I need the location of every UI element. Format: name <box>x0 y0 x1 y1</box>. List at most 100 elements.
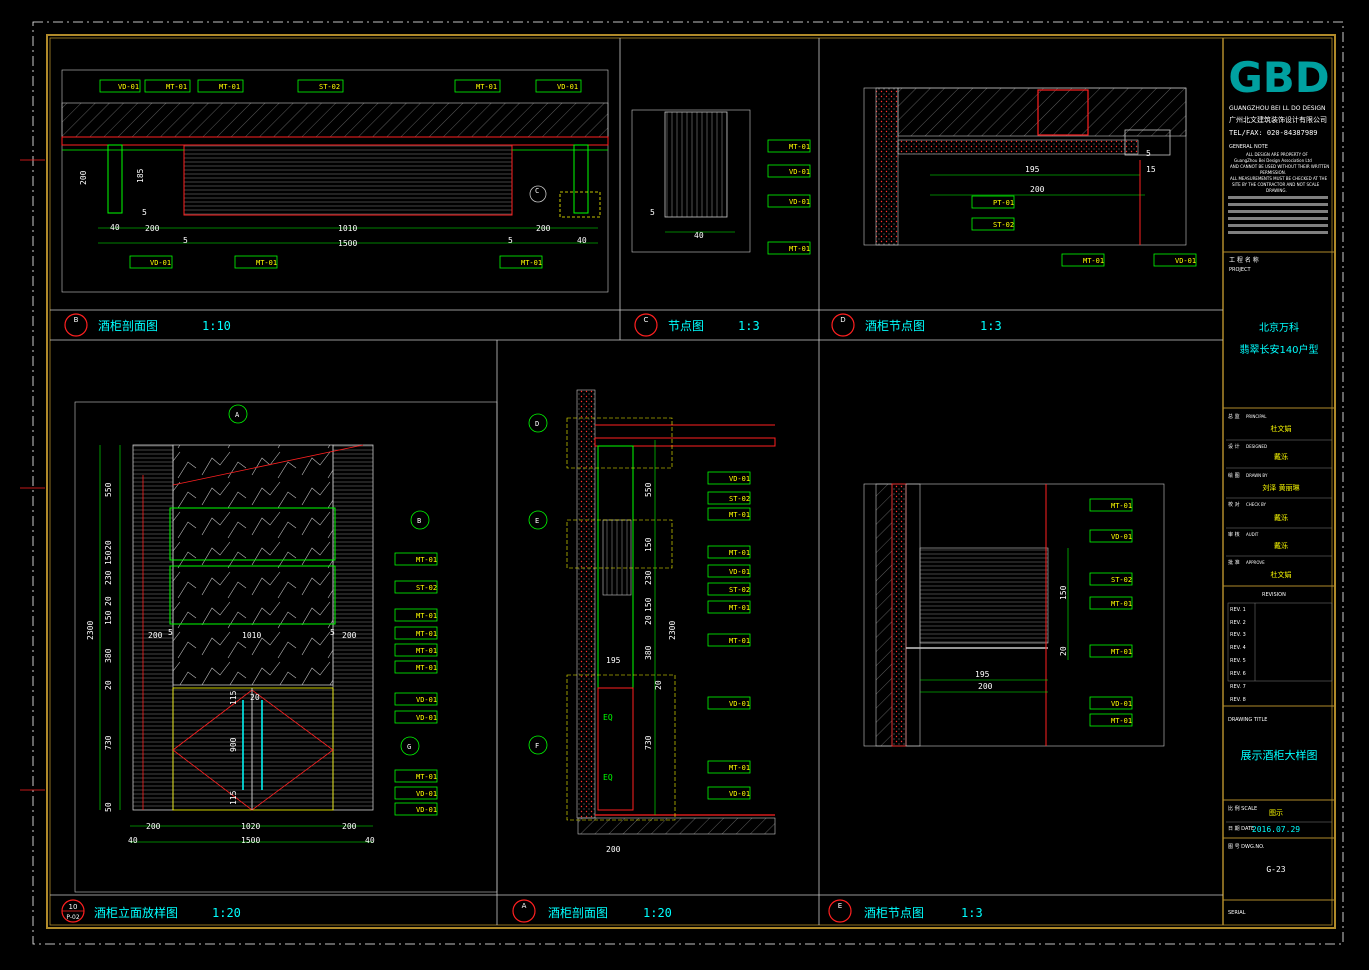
view-scale: 1:3 <box>738 319 760 333</box>
material-tag: MT-01 <box>416 647 437 655</box>
dim-label: 200 <box>536 224 551 233</box>
scale-value: 图示 <box>1269 809 1283 817</box>
project-label: 工 程 名 称 <box>1229 256 1259 264</box>
section-mark: C <box>535 187 539 195</box>
section-a-tags: VD-01 ST-02 MT-01 MT-01 VD-01 ST-02 MT-0… <box>707 471 751 800</box>
view-symbol: C <box>644 316 649 324</box>
dim-label: 150 <box>644 537 653 552</box>
dim-label: 730 <box>644 735 653 750</box>
material-tag: ST-02 <box>319 83 340 91</box>
dim-label: 195 <box>975 670 990 679</box>
dim-label: 40 <box>694 231 704 240</box>
material-tag: MT-01 <box>1111 502 1132 510</box>
dim-label: 20 <box>1059 646 1068 656</box>
view-b-tags: VD-01 MT-01 MT-01 ST-02 MT-01 VD-01 VD-0… <box>99 79 582 269</box>
dim-label: 380 <box>644 645 653 660</box>
section-mark: G <box>407 743 411 751</box>
material-tag: MT-01 <box>219 83 240 91</box>
dim-label: 20 <box>104 540 113 550</box>
material-tag: VD-01 <box>729 700 750 708</box>
material-tag: VD-01 <box>416 696 437 704</box>
view-symbol: D <box>840 316 845 324</box>
view-scale: 1:20 <box>212 906 241 920</box>
material-tag: MT-01 <box>416 612 437 620</box>
view-b-section <box>61 69 609 293</box>
material-tag: VD-01 <box>729 790 750 798</box>
material-tag: VD-01 <box>150 259 171 267</box>
view-b-text: 200 185 5 40 200 5 1010 5 200 40 1500 C <box>79 168 587 248</box>
elevation-text: A B G 550 20 150 230 20 150 380 20 730 5… <box>86 411 421 845</box>
revision-row: REV. 3 <box>1230 632 1246 638</box>
company-tel: TEL/FAX: 020-84387989 <box>1229 129 1318 137</box>
dim-label: 730 <box>104 735 113 750</box>
view-e-text: 150 20 195 200 MT-01 VD-01 ST-02 MT-01 M… <box>975 498 1133 727</box>
dim-label: 195 <box>1025 165 1040 174</box>
elevation-view <box>74 401 498 893</box>
material-tag: VD-01 <box>789 168 810 176</box>
title-block <box>1223 196 1335 901</box>
material-tag: MT-01 <box>521 259 542 267</box>
eq-label: EQ <box>603 773 613 782</box>
dim-label: 200 <box>145 224 160 233</box>
dwg-value: G-23 <box>1266 865 1285 874</box>
note-line: AND CANNOT BE USED WITHOUT THEIR WRITTEN <box>1230 164 1329 169</box>
dim-label: 15 <box>1146 165 1156 174</box>
role-name: 戴泺 <box>1274 452 1288 461</box>
material-tag: MT-01 <box>789 245 810 253</box>
scale-label: 比 例 SCALE <box>1228 805 1257 812</box>
dim-label: 5 <box>142 208 147 217</box>
eq-label: EQ <box>603 713 613 722</box>
material-tag: VD-01 <box>729 475 750 483</box>
material-tag: MT-01 <box>1111 600 1132 608</box>
revision-label: REVISION <box>1262 592 1286 598</box>
section-mark: F <box>535 742 539 750</box>
material-tag: MT-01 <box>729 549 750 557</box>
dim-label: 380 <box>104 648 113 663</box>
material-tag: PT-01 <box>993 199 1014 207</box>
dim-label: 200 <box>148 631 163 640</box>
view-title: 酒柜剖面图 <box>548 906 608 920</box>
dim-label: 2300 <box>668 621 677 640</box>
material-tag: VD-01 <box>1111 533 1132 541</box>
drawing-title: 展示酒柜大样图 <box>1241 748 1318 762</box>
role-label: 审 核 <box>1228 531 1240 538</box>
project-name: 北京万科 <box>1259 321 1299 334</box>
role-label: 批 准 <box>1228 559 1240 566</box>
role-label: 绘 图 <box>1228 472 1240 479</box>
role-name: 刘泽 黄丽琳 <box>1262 483 1299 492</box>
material-tag: MT-01 <box>729 764 750 772</box>
view-d-detail <box>863 87 1187 246</box>
material-tag: VD-01 <box>729 568 750 576</box>
view-title: 酒柜立面放样图 <box>94 905 178 920</box>
material-tag: VD-01 <box>789 198 810 206</box>
role-name: 戴泺 <box>1274 513 1288 522</box>
dim-label: 200 <box>1030 185 1045 194</box>
material-tag: VD-01 <box>118 83 139 91</box>
section-mark: A <box>235 411 240 419</box>
view-symbol: A <box>522 902 527 910</box>
dim-label: 40 <box>577 236 587 245</box>
view-symbol: B <box>74 316 79 324</box>
view-titles: B 酒柜剖面图 1:10 C 节点图 1:3 D 酒柜节点图 1:3 10 P-… <box>61 313 1002 923</box>
material-tag: MT-01 <box>729 604 750 612</box>
role-label-en: AUDIT <box>1246 532 1259 537</box>
revision-row: REV. 1 <box>1230 607 1246 613</box>
view-title: 节点图 <box>668 319 704 333</box>
revision-row: REV. 7 <box>1230 684 1246 690</box>
date-value: 2016.07.29 <box>1252 825 1300 834</box>
material-tag: MT-01 <box>1111 648 1132 656</box>
company-name-en: GUANGZHOU BEI LL DO DESIGN <box>1229 105 1325 112</box>
dim-label: 50 <box>104 802 113 812</box>
revision-row: REV. 8 <box>1230 697 1246 703</box>
view-symbol: 10 <box>69 903 78 911</box>
dim-label: 5 <box>508 236 513 245</box>
section-a-view <box>528 389 776 835</box>
dim-label: 1020 <box>241 822 260 831</box>
note-line: GuangZhou Bei Design Association Ltd <box>1234 158 1312 163</box>
material-tag: MT-01 <box>416 556 437 564</box>
view-d-text: 195 200 5 15 PT-01 ST-02 MT-01 VD-01 <box>971 149 1197 267</box>
material-tag: VD-01 <box>1111 700 1132 708</box>
material-tag: MT-01 <box>416 773 437 781</box>
dim-label: 20 <box>104 680 113 690</box>
company-logo: GBD <box>1228 53 1329 102</box>
